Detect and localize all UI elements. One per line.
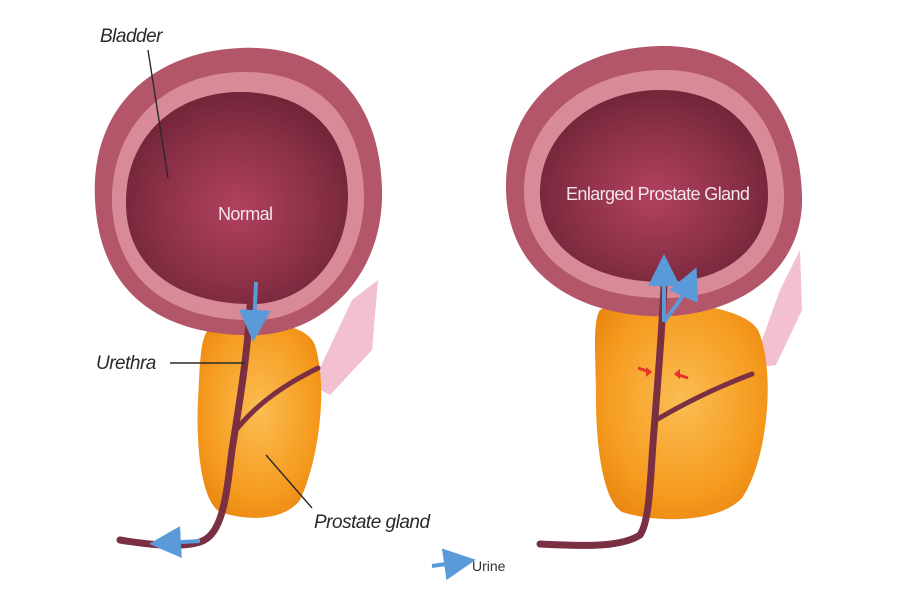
urethra-label: Urethra bbox=[96, 353, 156, 374]
compression-arrow-right-head bbox=[674, 369, 680, 379]
right-bladder-lumen bbox=[539, 90, 768, 283]
normal-label: Normal bbox=[218, 204, 272, 224]
left-urine-arrow-out bbox=[149, 526, 201, 559]
enlarged-prostate-label: Enlarged Prostate Gland bbox=[566, 184, 749, 204]
right-duct bbox=[752, 250, 802, 368]
left-duct bbox=[312, 280, 378, 395]
legend-urine-label: Urine bbox=[472, 558, 506, 574]
legend: Urine bbox=[431, 548, 506, 581]
right-prostate bbox=[595, 302, 768, 520]
bladder-label: Bladder bbox=[100, 26, 163, 47]
prostate-gland-label: Prostate gland bbox=[314, 512, 431, 533]
left-prostate bbox=[197, 321, 322, 518]
right-urethra bbox=[536, 282, 668, 549]
enlarged-illustration: Enlarged Prostate Gland bbox=[505, 45, 803, 549]
bladder-leader bbox=[147, 49, 169, 179]
legend-urine-arrow-icon bbox=[431, 548, 476, 581]
left-urine-arrow-down bbox=[238, 281, 271, 342]
left-bladder-lumen bbox=[125, 92, 348, 305]
compression-arrow-left-head bbox=[646, 367, 652, 377]
right-urine-arrow-curl bbox=[662, 267, 699, 324]
right-urethra-branch bbox=[653, 371, 755, 423]
normal-illustration: Bladder Normal Urethra Prostate gland bbox=[94, 26, 432, 559]
prostate-leader bbox=[265, 454, 313, 509]
left-urethra-branch bbox=[233, 365, 321, 433]
